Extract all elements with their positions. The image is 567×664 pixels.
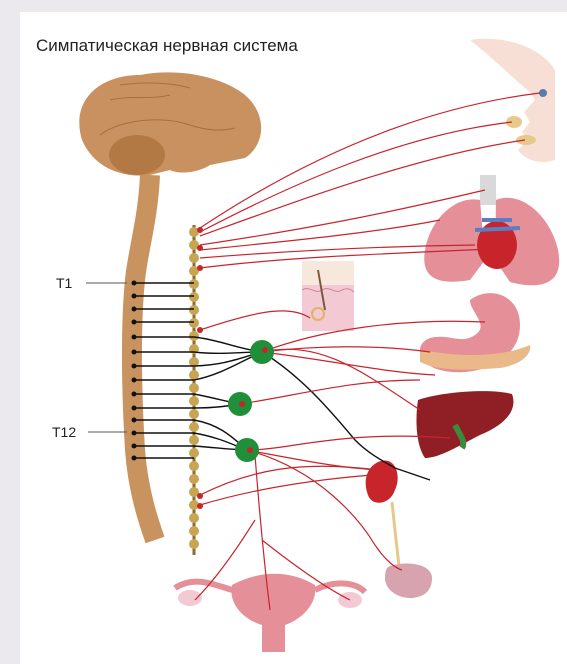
skin-illustration <box>302 261 354 331</box>
uterus-illustration <box>175 574 365 652</box>
level-labels: T1 T12 <box>52 275 127 440</box>
face-illustration <box>470 39 555 162</box>
eye-icon <box>539 89 547 97</box>
lungs-heart-illustration <box>424 175 559 285</box>
t12-label: T12 <box>52 424 76 440</box>
stomach-illustration <box>420 293 530 372</box>
celiac-ganglion <box>250 340 274 364</box>
t1-label: T1 <box>56 275 73 291</box>
left-lung <box>424 199 485 281</box>
chain-ganglia <box>189 227 199 549</box>
spinal-cord <box>132 175 155 540</box>
salivary-gland-icon-2 <box>516 135 536 145</box>
trachea <box>480 175 496 205</box>
brain-illustration <box>79 72 261 175</box>
prevertebral-ganglia <box>228 340 274 462</box>
bladder-illustration <box>385 563 432 598</box>
